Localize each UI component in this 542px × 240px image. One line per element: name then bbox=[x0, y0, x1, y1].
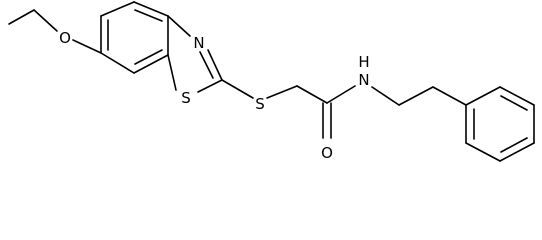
bond-thiazole-c2-s bbox=[197, 79, 223, 93]
bond-phenyl-6 bbox=[465, 86, 501, 106]
bond-ethyl-ch2 bbox=[33, 9, 58, 32]
bond-thiazole-n-c2 bbox=[207, 49, 223, 81]
atom-label-o-carbonyl: O bbox=[321, 144, 333, 162]
atom-label-o-ether: O bbox=[59, 29, 71, 47]
bond-phenyl-3 bbox=[499, 142, 535, 162]
bond-carbonyl-n bbox=[326, 85, 356, 104]
bond-phenyl-3-inner bbox=[500, 137, 528, 153]
bond-ring-a5 bbox=[133, 54, 169, 74]
bond-c2-s-thioether bbox=[221, 79, 254, 99]
bond-thiazole-n-c2-inner bbox=[199, 51, 214, 79]
bond-ring-a3 bbox=[133, 1, 169, 17]
bond-ring-a3-inner bbox=[134, 9, 163, 22]
bond-s-ch2 bbox=[266, 85, 298, 99]
bond-o-aromatic bbox=[72, 39, 102, 54]
bond-ch2-ch2 bbox=[398, 86, 434, 106]
bond-phenyl-2 bbox=[465, 142, 501, 162]
bond-phenyl-5-inner bbox=[500, 95, 528, 111]
bond-ethyl-ch3 bbox=[8, 9, 35, 25]
atom-label-s-thiazole: S bbox=[181, 89, 191, 107]
bond-thiazole-c-n bbox=[167, 15, 191, 37]
bond-ring-a2 bbox=[100, 1, 135, 17]
bonds bbox=[8, 1, 535, 162]
atom-label-n-thiazole: N bbox=[193, 34, 204, 52]
bond-ch2-phenyl bbox=[432, 86, 467, 106]
bond-n-ch2 bbox=[371, 86, 400, 106]
bond-ring-a5-inner bbox=[134, 49, 163, 65]
atom-label-s-thioether: S bbox=[255, 95, 265, 113]
atom-label-n-amide: N bbox=[358, 71, 369, 89]
bond-phenyl-5 bbox=[499, 86, 535, 106]
bond-ring-a6 bbox=[100, 52, 135, 74]
bond-ch2-carbonyl bbox=[296, 85, 328, 104]
bond-thiazole-s-c bbox=[167, 54, 177, 91]
atom-labels: O N S S O H N bbox=[59, 29, 370, 162]
chemical-structure-diagram: O N S S O H N bbox=[8, 1, 535, 162]
atom-label-h-amide: H bbox=[358, 53, 369, 71]
